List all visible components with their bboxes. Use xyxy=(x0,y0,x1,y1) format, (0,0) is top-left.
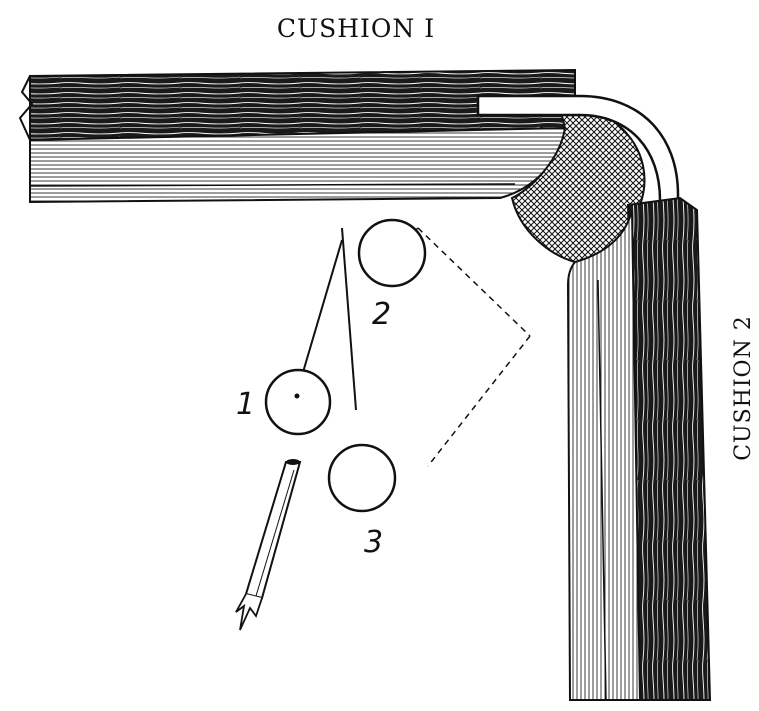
ball-2-number: 2 xyxy=(372,297,391,332)
right-rail xyxy=(626,196,712,701)
ball-1-number: 1 xyxy=(236,387,255,422)
ball-3-number: 3 xyxy=(364,525,383,560)
cue-stick xyxy=(235,459,302,631)
top-cushion-face xyxy=(29,126,567,204)
ball-1 xyxy=(264,368,332,436)
right-cushion-face xyxy=(566,209,642,701)
ball-path xyxy=(391,227,531,467)
ball-2 xyxy=(357,218,427,288)
cushion-1-label: CUSHION I xyxy=(277,14,435,43)
cushion-2-label: CUSHION 2 xyxy=(731,315,756,461)
ball-3 xyxy=(327,443,397,513)
